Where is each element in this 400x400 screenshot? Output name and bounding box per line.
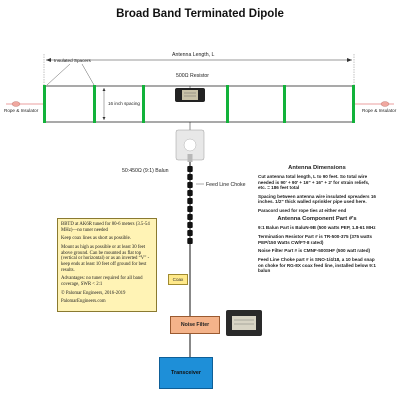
- rope-right-label: Rope & Insulator: [362, 108, 397, 113]
- note-item: © Palomar Engineers, 2016-2019: [61, 290, 126, 296]
- resistor-label: 500Ω Resistor: [176, 73, 209, 79]
- balun-icon: [175, 122, 205, 162]
- dimension-item: Cut antenna total length, L to 90 feet. …: [258, 174, 370, 191]
- notes-box: BBTD at AK6R tuned for 80-6 meters (3.5-…: [57, 218, 157, 312]
- rope-left-label: Rope & Insulator: [4, 108, 39, 113]
- dimension-item: Paracord used for rope ties at either en…: [258, 208, 347, 214]
- note-item: Advantages: no tuner required for all ba…: [61, 276, 143, 287]
- antenna-length-arrow: [43, 54, 355, 88]
- noise-filter-box: Noise Filter: [170, 316, 220, 334]
- insulated-spacers: [43, 85, 355, 123]
- transceiver-box: Transceiver: [159, 357, 213, 389]
- note-item: Keep coax lines as short as possible.: [61, 236, 131, 242]
- part-item: 9:1 Balun Part is BaluN-9B (500 watts PE…: [258, 225, 376, 231]
- antenna-length-label: Antenna Length, L: [172, 52, 215, 58]
- resistor-icon: [175, 86, 205, 102]
- note-item: Mount as high as possible or at least 30…: [61, 245, 150, 273]
- spacing-label: 16 inch spacing: [108, 101, 140, 106]
- feed-line-choke-icon: [187, 166, 193, 244]
- spacers-label: Insulated Spacers: [54, 58, 91, 63]
- dimensions-heading: Antenna Dimensions: [288, 165, 346, 171]
- part-item: Feed Line Choke part # is SNO-1/4/18, a …: [258, 257, 376, 274]
- noise-filter-photo-icon: [226, 310, 262, 336]
- note-item: PalomarEngineers.com: [61, 299, 106, 305]
- parts-panel: Antenna Component Part #'s 9:1 Balun Par…: [258, 216, 376, 274]
- balun-label: 50:450Ω (9:1) Balun: [122, 168, 169, 174]
- feed-choke-label: Feed Line Choke: [206, 182, 246, 188]
- note-item: BBTD at AK6R tuned for 80-6 meters (3.5-…: [61, 222, 150, 233]
- insulator-left-icon: [11, 101, 21, 107]
- coax-label: Coax: [168, 274, 188, 285]
- part-item: Termination Resistor Part # is TR-500-37…: [258, 234, 373, 245]
- dimensions-panel: Antenna Dimensions Cut antenna total len…: [258, 165, 376, 277]
- parts-heading: Antenna Component Part #'s: [277, 216, 357, 223]
- insulator-right-icon: [380, 101, 390, 107]
- part-item: Noise Filter Part # is CMNF-500SHF (500 …: [258, 248, 371, 254]
- dimension-item: Spacing between antenna wire insulated s…: [258, 194, 376, 205]
- diagram-title: Broad Band Terminated Dipole: [116, 8, 284, 20]
